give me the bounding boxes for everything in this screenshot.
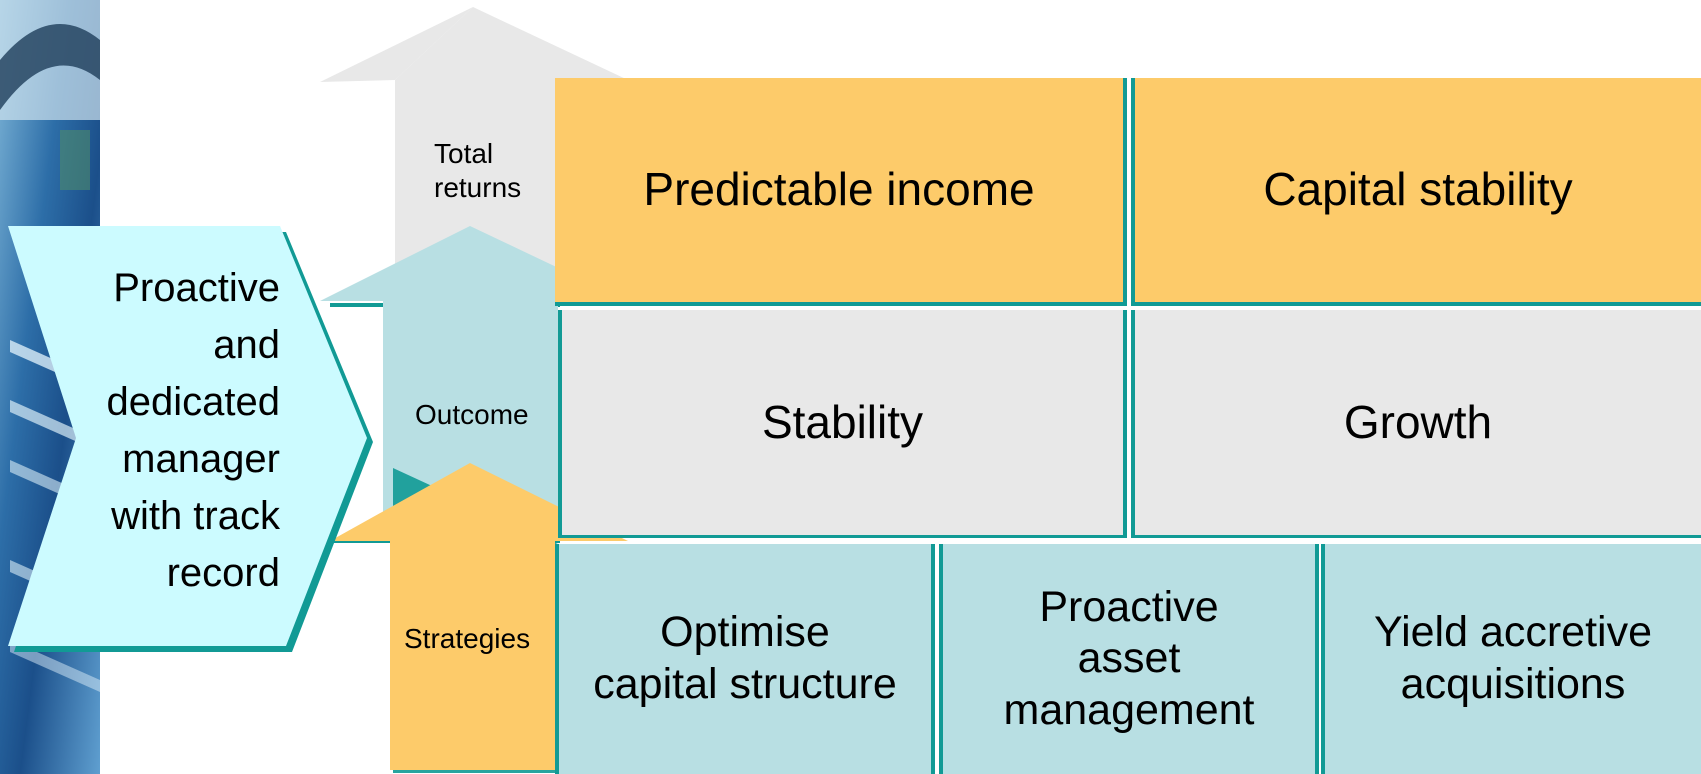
growth-box: Growth bbox=[1131, 310, 1701, 538]
predictable-income-box: Predictable income bbox=[555, 78, 1127, 306]
outcome-arrow bbox=[320, 226, 628, 540]
capital-stability-text: Capital stability bbox=[1263, 163, 1573, 216]
growth-text: Growth bbox=[1343, 395, 1493, 448]
chevron-text: Proactive and dedicated manager with tra… bbox=[106, 266, 280, 595]
optimise-capital-structure-text: Optimise capital structure bbox=[593, 608, 897, 708]
proactive-asset-management-box: Proactive asset management bbox=[939, 544, 1319, 774]
proactive-manager-chevron bbox=[8, 226, 367, 646]
strategies-arrow bbox=[330, 463, 628, 770]
yield-accretive-acquisitions-box: Yield accretive acquisitions bbox=[1321, 544, 1701, 774]
total-returns-arrow bbox=[395, 7, 628, 310]
strategies-label: Strategies bbox=[404, 623, 531, 654]
outcome-label: Outcome bbox=[415, 399, 529, 430]
capital-stability-box: Capital stability bbox=[1131, 78, 1701, 306]
proactive-asset-management-text: Proactive asset management bbox=[1003, 582, 1255, 734]
predictable-income-text: Predictable income bbox=[643, 163, 1035, 216]
optimise-capital-structure-box: Optimise capital structure bbox=[555, 544, 935, 774]
stability-box: Stability bbox=[558, 310, 1127, 538]
yield-accretive-acquisitions-text: Yield accretive acquisitions bbox=[1373, 608, 1653, 708]
total-returns-label: Total returns bbox=[434, 138, 522, 203]
stability-text: Stability bbox=[761, 395, 924, 448]
